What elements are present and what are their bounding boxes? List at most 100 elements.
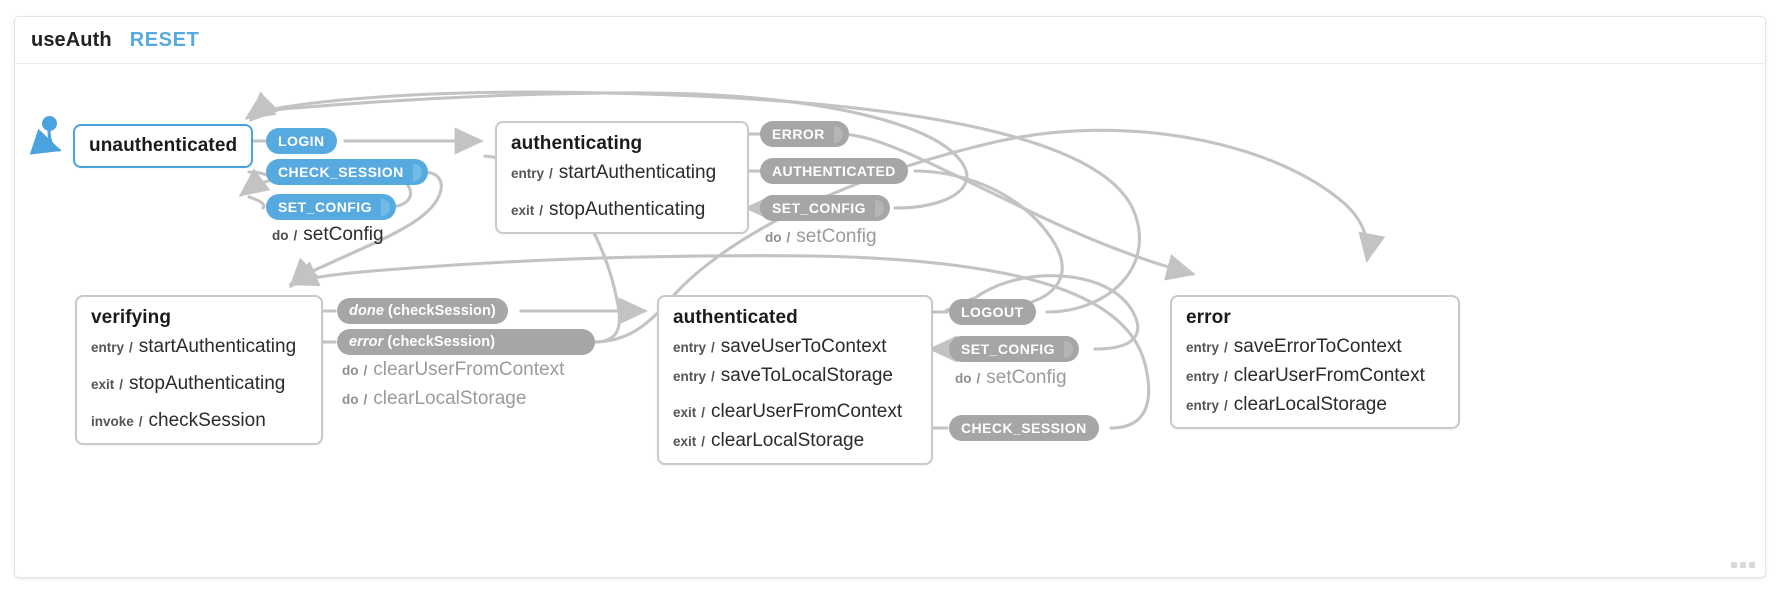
machine-graph-canvas[interactable]: unauthenticated authenticating entry / s… bbox=[15, 64, 1765, 577]
action-kind: exit bbox=[91, 376, 115, 392]
action-name: clearUserFromContext bbox=[1233, 364, 1425, 386]
event-badge-check-session-authenticated[interactable]: CHECK_SESSION bbox=[949, 415, 1099, 441]
action-kind: do bbox=[955, 371, 972, 386]
initial-state-marker bbox=[42, 116, 57, 131]
action-list-authenticating: entry / startAuthenticating exit / stopA… bbox=[511, 163, 733, 220]
action-name: clearLocalStorage bbox=[373, 388, 527, 409]
action-slash: / bbox=[711, 340, 715, 355]
machine-header: useAuth RESET bbox=[15, 17, 1765, 64]
action-name: checkSession bbox=[148, 409, 266, 431]
action-slash: / bbox=[1224, 340, 1228, 355]
action-slash: / bbox=[138, 413, 143, 429]
event-label: LOGIN bbox=[278, 133, 325, 149]
event-badge-set-config-authenticated[interactable]: SET_CONFIG bbox=[949, 336, 1079, 362]
action-name: setConfig bbox=[796, 226, 877, 247]
event-label-rest: (checkSession) bbox=[388, 303, 496, 319]
state-node-authenticating[interactable]: authenticating entry / startAuthenticati… bbox=[495, 121, 749, 234]
action-row: entry / clearUserFromContext bbox=[1186, 364, 1444, 386]
action-slash: / bbox=[119, 376, 124, 392]
action-slash: / bbox=[129, 340, 133, 355]
event-label: CHECK_SESSION bbox=[961, 420, 1087, 436]
state-node-error[interactable]: error entry / saveErrorToContext entry /… bbox=[1170, 295, 1460, 429]
action-name: clearLocalStorage bbox=[1233, 393, 1387, 415]
action-kind: do bbox=[342, 363, 359, 378]
transition-action-clear-local-storage: do / clearLocalStorage bbox=[342, 388, 526, 410]
action-name: clearUserFromContext bbox=[711, 400, 903, 422]
action-row: invoke / checkSession bbox=[91, 409, 307, 431]
action-slash: / bbox=[701, 433, 706, 449]
action-kind: entry bbox=[1186, 340, 1220, 355]
resize-dot bbox=[1749, 562, 1755, 568]
state-node-unauthenticated[interactable]: unauthenticated bbox=[73, 124, 253, 168]
state-node-verifying[interactable]: verifying entry / startAuthenticating ex… bbox=[75, 295, 323, 445]
event-label: SET_CONFIG bbox=[961, 341, 1055, 357]
action-slash: / bbox=[363, 363, 368, 378]
action-row: entry / startAuthenticating bbox=[511, 163, 733, 183]
transition-action-set-config-unauthenticated: do / setConfig bbox=[272, 224, 384, 246]
reset-button[interactable]: RESET bbox=[129, 28, 200, 51]
action-list-verifying: entry / startAuthenticating exit / stopA… bbox=[91, 337, 307, 431]
action-kind: do bbox=[342, 392, 359, 407]
action-kind: exit bbox=[673, 433, 697, 449]
action-kind: exit bbox=[673, 404, 697, 420]
resize-dot bbox=[1731, 562, 1737, 568]
machine-title: useAuth bbox=[31, 28, 112, 51]
resize-dot bbox=[1740, 562, 1746, 568]
badge-knob-icon bbox=[1063, 340, 1073, 358]
event-badge-done-check-session[interactable]: done (checkSession) bbox=[337, 298, 508, 324]
action-name: startAuthenticating bbox=[138, 336, 297, 357]
badge-knob-icon bbox=[833, 125, 843, 143]
event-badge-login[interactable]: LOGIN bbox=[266, 128, 337, 154]
event-badge-authenticated[interactable]: AUTHENTICATED bbox=[760, 158, 908, 184]
action-slash: / bbox=[976, 371, 981, 386]
event-badge-check-session-unauthenticated[interactable]: CHECK_SESSION bbox=[266, 159, 428, 185]
action-row: entry / saveUserToContext bbox=[673, 337, 917, 357]
action-slash: / bbox=[293, 228, 298, 243]
action-name: clearUserFromContext bbox=[373, 359, 565, 380]
state-title-error: error bbox=[1186, 307, 1231, 328]
action-name: startAuthenticating bbox=[558, 162, 717, 183]
action-row: exit / clearLocalStorage bbox=[673, 429, 917, 451]
action-list-error: entry / saveErrorToContext entry / clear… bbox=[1186, 337, 1444, 415]
event-label-rest: (checkSession) bbox=[387, 334, 496, 350]
action-kind: entry bbox=[673, 340, 707, 355]
action-slash: / bbox=[539, 202, 544, 218]
transition-action-set-config-authenticating: do / setConfig bbox=[765, 226, 877, 248]
event-badge-logout[interactable]: LOGOUT bbox=[949, 299, 1036, 325]
action-name: stopAuthenticating bbox=[129, 372, 286, 394]
action-slash: / bbox=[549, 166, 553, 181]
event-label: LOGOUT bbox=[961, 304, 1024, 320]
action-row: entry / saveErrorToContext bbox=[1186, 337, 1444, 357]
badge-knob-icon bbox=[412, 163, 422, 181]
badge-knob-icon bbox=[380, 198, 390, 216]
event-label: ERROR bbox=[772, 126, 825, 142]
action-row: exit / stopAuthenticating bbox=[511, 199, 733, 220]
action-name: saveToLocalStorage bbox=[720, 364, 893, 386]
badge-knob-icon bbox=[874, 199, 884, 217]
resize-handle[interactable] bbox=[1731, 562, 1755, 568]
event-badge-set-config-authenticating[interactable]: SET_CONFIG bbox=[760, 195, 890, 221]
state-title-authenticating: authenticating bbox=[511, 133, 643, 154]
event-badge-error-check-session[interactable]: error (checkSession) bbox=[337, 329, 595, 355]
action-name: setConfig bbox=[303, 224, 384, 245]
event-label-italic: done bbox=[349, 303, 385, 319]
action-kind: do bbox=[765, 230, 782, 245]
event-label-italic: error bbox=[349, 334, 384, 350]
event-badge-set-config-unauthenticated[interactable]: SET_CONFIG bbox=[266, 194, 396, 220]
action-name: clearLocalStorage bbox=[711, 429, 865, 451]
action-kind: entry bbox=[1186, 368, 1220, 384]
state-title-authenticated: authenticated bbox=[673, 307, 798, 328]
action-kind: entry bbox=[91, 340, 125, 355]
transition-action-set-config-authenticated: do / setConfig bbox=[955, 367, 1067, 389]
event-badge-error[interactable]: ERROR bbox=[760, 121, 849, 147]
state-title-unauthenticated: unauthenticated bbox=[89, 135, 238, 156]
action-row: exit / stopAuthenticating bbox=[91, 372, 307, 394]
action-row: exit / clearUserFromContext bbox=[673, 400, 917, 422]
action-slash: / bbox=[711, 368, 715, 384]
action-row: entry / saveToLocalStorage bbox=[673, 364, 917, 386]
transition-action-clear-user-from-context: do / clearUserFromContext bbox=[342, 359, 564, 381]
action-kind: entry bbox=[673, 368, 707, 384]
state-node-authenticated[interactable]: authenticated entry / saveUserToContext … bbox=[657, 295, 933, 465]
action-slash: / bbox=[701, 404, 706, 420]
